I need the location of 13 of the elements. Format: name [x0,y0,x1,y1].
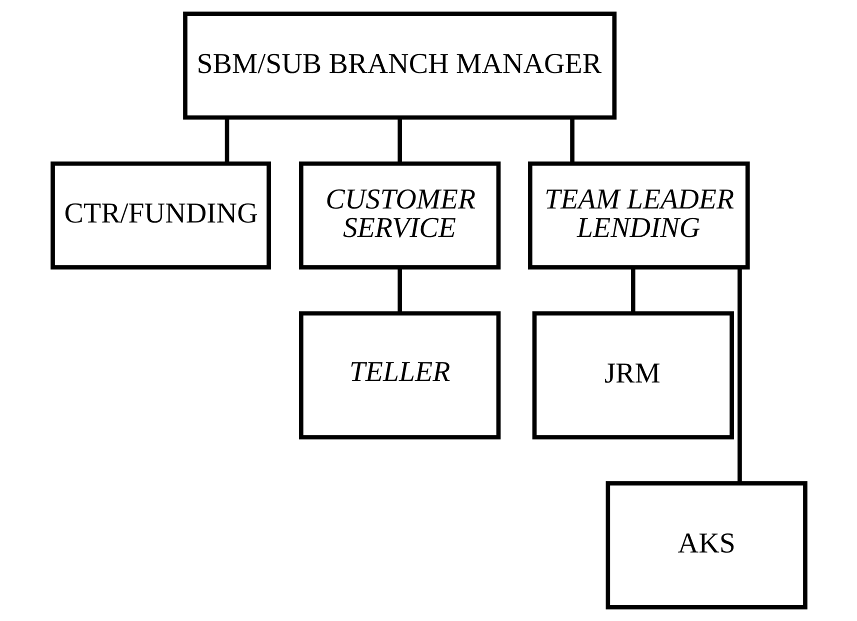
connector [570,118,574,164]
connector [224,118,229,164]
node-box: CTR/FUNDING [50,161,270,270]
connector [630,267,635,314]
node-box: CUSTOMER SERVICE [298,161,500,270]
node-box: AKS [605,481,807,610]
node-box: SBM/SUB BRANCH MANAGER [182,12,616,120]
connector [397,267,402,314]
connector [397,118,402,164]
connector [737,267,742,483]
node-box: JRM [532,311,734,440]
node-box: TEAM LEADER LENDING [528,161,750,270]
node-box: TELLER [298,311,500,440]
